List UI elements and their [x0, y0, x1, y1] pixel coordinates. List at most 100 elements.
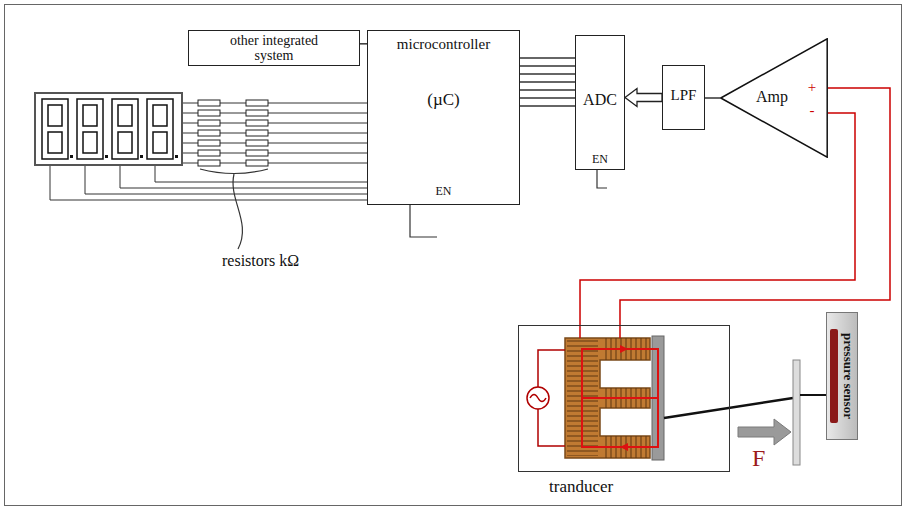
display-wires — [120, 165, 367, 188]
seven-segment-display — [112, 99, 138, 159]
block-arrow — [625, 89, 662, 107]
display-wires — [85, 165, 367, 194]
data-bus — [520, 105, 575, 107]
enable-line — [410, 205, 437, 237]
flux-loop — [582, 349, 658, 447]
push-rod — [800, 394, 826, 396]
seven-segment-display — [83, 132, 97, 153]
system-box: other integrated system — [188, 30, 360, 66]
resistor-symbol — [198, 120, 220, 126]
seven-segment-display — [105, 155, 108, 158]
pin-sign: + — [808, 80, 816, 96]
data-bus — [520, 89, 575, 91]
flux-loop — [582, 349, 658, 398]
sensor-element — [830, 329, 838, 423]
microcontroller-box: microcontroller (µC) EN — [367, 30, 520, 205]
seven-segment-display — [70, 155, 73, 158]
flux-arrow — [620, 345, 628, 451]
box-label: other integrated system — [212, 34, 336, 63]
seven-segment-display — [35, 93, 182, 165]
box-label: Amp — [756, 89, 788, 106]
bus-line — [360, 43, 367, 45]
ac-source — [527, 350, 565, 446]
pin-sign: - — [810, 103, 815, 119]
flux-arrow — [620, 345, 628, 353]
box-label: ADC — [583, 92, 617, 109]
amplifier-outline — [721, 39, 827, 157]
enable-line — [597, 170, 607, 188]
seven-segment-display — [153, 105, 167, 126]
resistor-symbol — [246, 120, 268, 126]
ac-source — [530, 395, 546, 402]
seven-segment-display — [83, 105, 97, 126]
seven-segment-display — [77, 99, 103, 159]
resistor-symbol — [246, 140, 268, 146]
resistor-symbol — [198, 100, 268, 166]
pin-name: EN — [436, 185, 452, 198]
data-bus — [520, 73, 575, 75]
resistor-symbol — [198, 130, 220, 136]
flux-loop — [582, 398, 658, 447]
ac-source — [527, 387, 549, 409]
resistor-symbol — [198, 100, 220, 106]
ac-source — [538, 350, 565, 387]
force-plate — [793, 360, 800, 465]
seven-segment-display — [153, 132, 167, 153]
display-wires — [155, 165, 367, 182]
pressure-sensor: pressure sensor — [826, 312, 858, 440]
signal-line — [705, 97, 720, 99]
coil-lead — [619, 325, 621, 338]
force-arrow — [738, 419, 791, 445]
resistor-symbol — [246, 150, 268, 156]
seven-segment-display — [42, 99, 68, 159]
seven-segment-display — [35, 93, 182, 165]
resistor-symbol — [198, 150, 220, 156]
seven-segment-display — [48, 105, 62, 126]
block-arrow — [625, 89, 662, 107]
resistor-symbol — [198, 160, 220, 166]
transducer-box: tranducer — [518, 325, 730, 472]
coil-lead — [580, 325, 620, 338]
seven-segment-display — [70, 155, 178, 158]
box-label: LPF — [671, 88, 697, 104]
seven-segment-display — [118, 132, 132, 153]
data-bus — [520, 81, 575, 83]
flux-arrow — [620, 443, 628, 451]
lever-rod — [664, 398, 793, 418]
outer-frame — [5, 5, 902, 506]
data-bus — [520, 58, 575, 106]
data-bus — [520, 65, 575, 67]
data-bus — [520, 97, 575, 99]
box-label: (µC) — [427, 91, 459, 109]
leader-line — [200, 169, 268, 174]
resistor-symbol — [198, 110, 220, 116]
pin-name: EN — [592, 153, 608, 166]
signal-line — [705, 98, 720, 99]
leader-label: resistors kΩ — [222, 253, 299, 270]
amplifier-triangle: Amp + - — [720, 38, 828, 158]
box-label: pressure sensor — [841, 333, 855, 419]
seven-segment-display — [48, 132, 62, 153]
resistor-symbol — [198, 140, 220, 146]
display-wires — [50, 165, 367, 200]
bus-line — [360, 43, 367, 44]
resistor-symbol — [246, 110, 268, 116]
seven-segment-display — [42, 99, 173, 159]
seven-segment-display — [147, 99, 173, 159]
force-label: F — [752, 446, 765, 471]
coil-lead — [579, 325, 581, 338]
box-label: tranducer — [549, 478, 613, 496]
ac-source — [538, 409, 565, 446]
adc-box: ADC EN — [575, 35, 625, 170]
resistor-symbol — [246, 160, 268, 166]
signal-wire — [620, 88, 890, 325]
filter-box: LPF — [662, 65, 705, 130]
display-wires — [50, 103, 367, 200]
seven-segment-display — [140, 155, 143, 158]
seven-segment-display — [175, 155, 178, 158]
leader-line — [233, 174, 242, 249]
signal-wire — [620, 88, 890, 325]
box-label: microcontroller — [397, 37, 490, 53]
data-bus — [520, 57, 575, 59]
